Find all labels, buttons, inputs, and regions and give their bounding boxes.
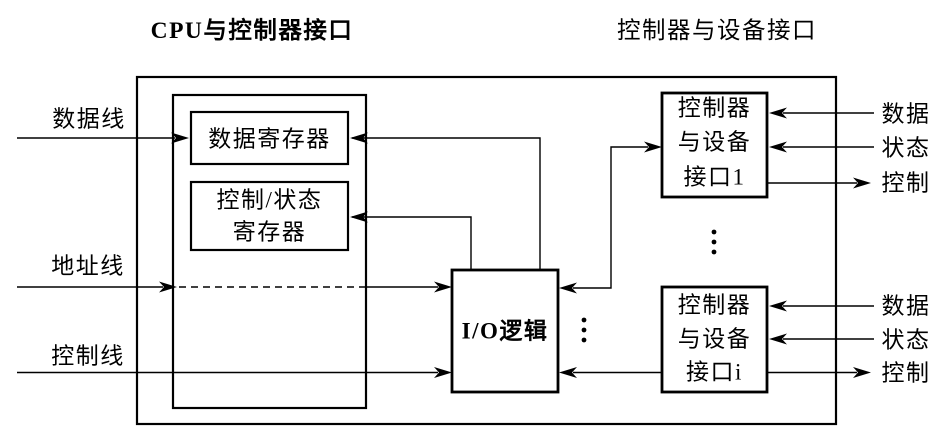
arrowhead-icon [559, 282, 577, 294]
io-logic-box [450, 268, 560, 394]
data-bus-connector [17, 132, 189, 144]
status-register-io-line [352, 216, 472, 269]
interface-i-data-connector [769, 300, 874, 312]
status-register-io-connector [350, 211, 472, 269]
label-interface1-data: 数据 [882, 102, 931, 127]
label-interface1-line1: 控制器 [678, 96, 752, 121]
interface1-data-connector [769, 107, 874, 119]
arrowhead-icon [350, 132, 368, 144]
arrowhead-icon [769, 300, 787, 312]
interface-i-control-connector [767, 367, 871, 378]
label-interface1-status: 状态 [882, 136, 931, 161]
arrowhead-icon [159, 281, 177, 293]
label-control-status-register-line2: 寄存器 [233, 220, 307, 245]
arrowhead-icon [853, 177, 871, 189]
io-interfaces-ellipsis-icon [581, 317, 587, 343]
io-interface1-connector [559, 141, 662, 294]
arrowhead-icon [434, 367, 452, 378]
io-interface-i-connector [559, 367, 662, 378]
control-status-register-box [189, 180, 350, 252]
interface-i-status-connector [769, 333, 874, 345]
address-bus-connector [17, 281, 452, 293]
data-register-io-line [352, 137, 541, 269]
arrowhead-icon [350, 211, 368, 223]
io-interface1-line [573, 146, 648, 289]
arrowhead-icon [559, 367, 577, 378]
data-register-io-connector [350, 132, 541, 269]
arrowhead-icon [644, 141, 662, 153]
label-interface1-line3: 接口1 [684, 165, 746, 190]
arrowhead-icon [171, 132, 189, 144]
label-interface1-line2: 与设备 [678, 130, 752, 155]
control-bus-connector [17, 367, 452, 378]
arrowhead-icon [769, 107, 787, 119]
label-interface-i-control: 控制 [882, 361, 931, 386]
label-interface-i-data: 数据 [882, 294, 931, 319]
label-address-line: 地址线 [51, 254, 125, 279]
label-interface-i-status: 状态 [882, 328, 931, 353]
label-data-line: 数据线 [52, 107, 126, 132]
title-controller-device-interface: 控制器与设备接口 [617, 17, 817, 44]
device-interface1-box [660, 91, 769, 199]
label-interface-i-line3: 接口i [686, 360, 743, 385]
arrowhead-icon [434, 281, 452, 293]
label-control-status-register-line1: 控制/状态 [217, 188, 323, 213]
data-register-box [189, 110, 350, 166]
title-cpu-controller-interface: CPU与控制器接口 [151, 16, 354, 44]
arrowhead-icon [769, 141, 787, 153]
label-interface-i-line1: 控制器 [678, 293, 752, 318]
interfaces-ellipsis-icon [711, 229, 717, 255]
label-control-line: 控制线 [51, 344, 125, 369]
arrowhead-icon [769, 333, 787, 345]
label-interface-i-line2: 与设备 [678, 327, 752, 352]
label-io-logic: I/O逻辑 [462, 318, 549, 344]
label-interface1-control: 控制 [882, 171, 931, 196]
interface1-control-connector [767, 177, 871, 189]
arrowhead-icon [853, 367, 871, 378]
device-interface-i-box [660, 285, 769, 394]
label-data-register: 数据寄存器 [208, 127, 331, 152]
interface1-status-connector [769, 141, 874, 153]
